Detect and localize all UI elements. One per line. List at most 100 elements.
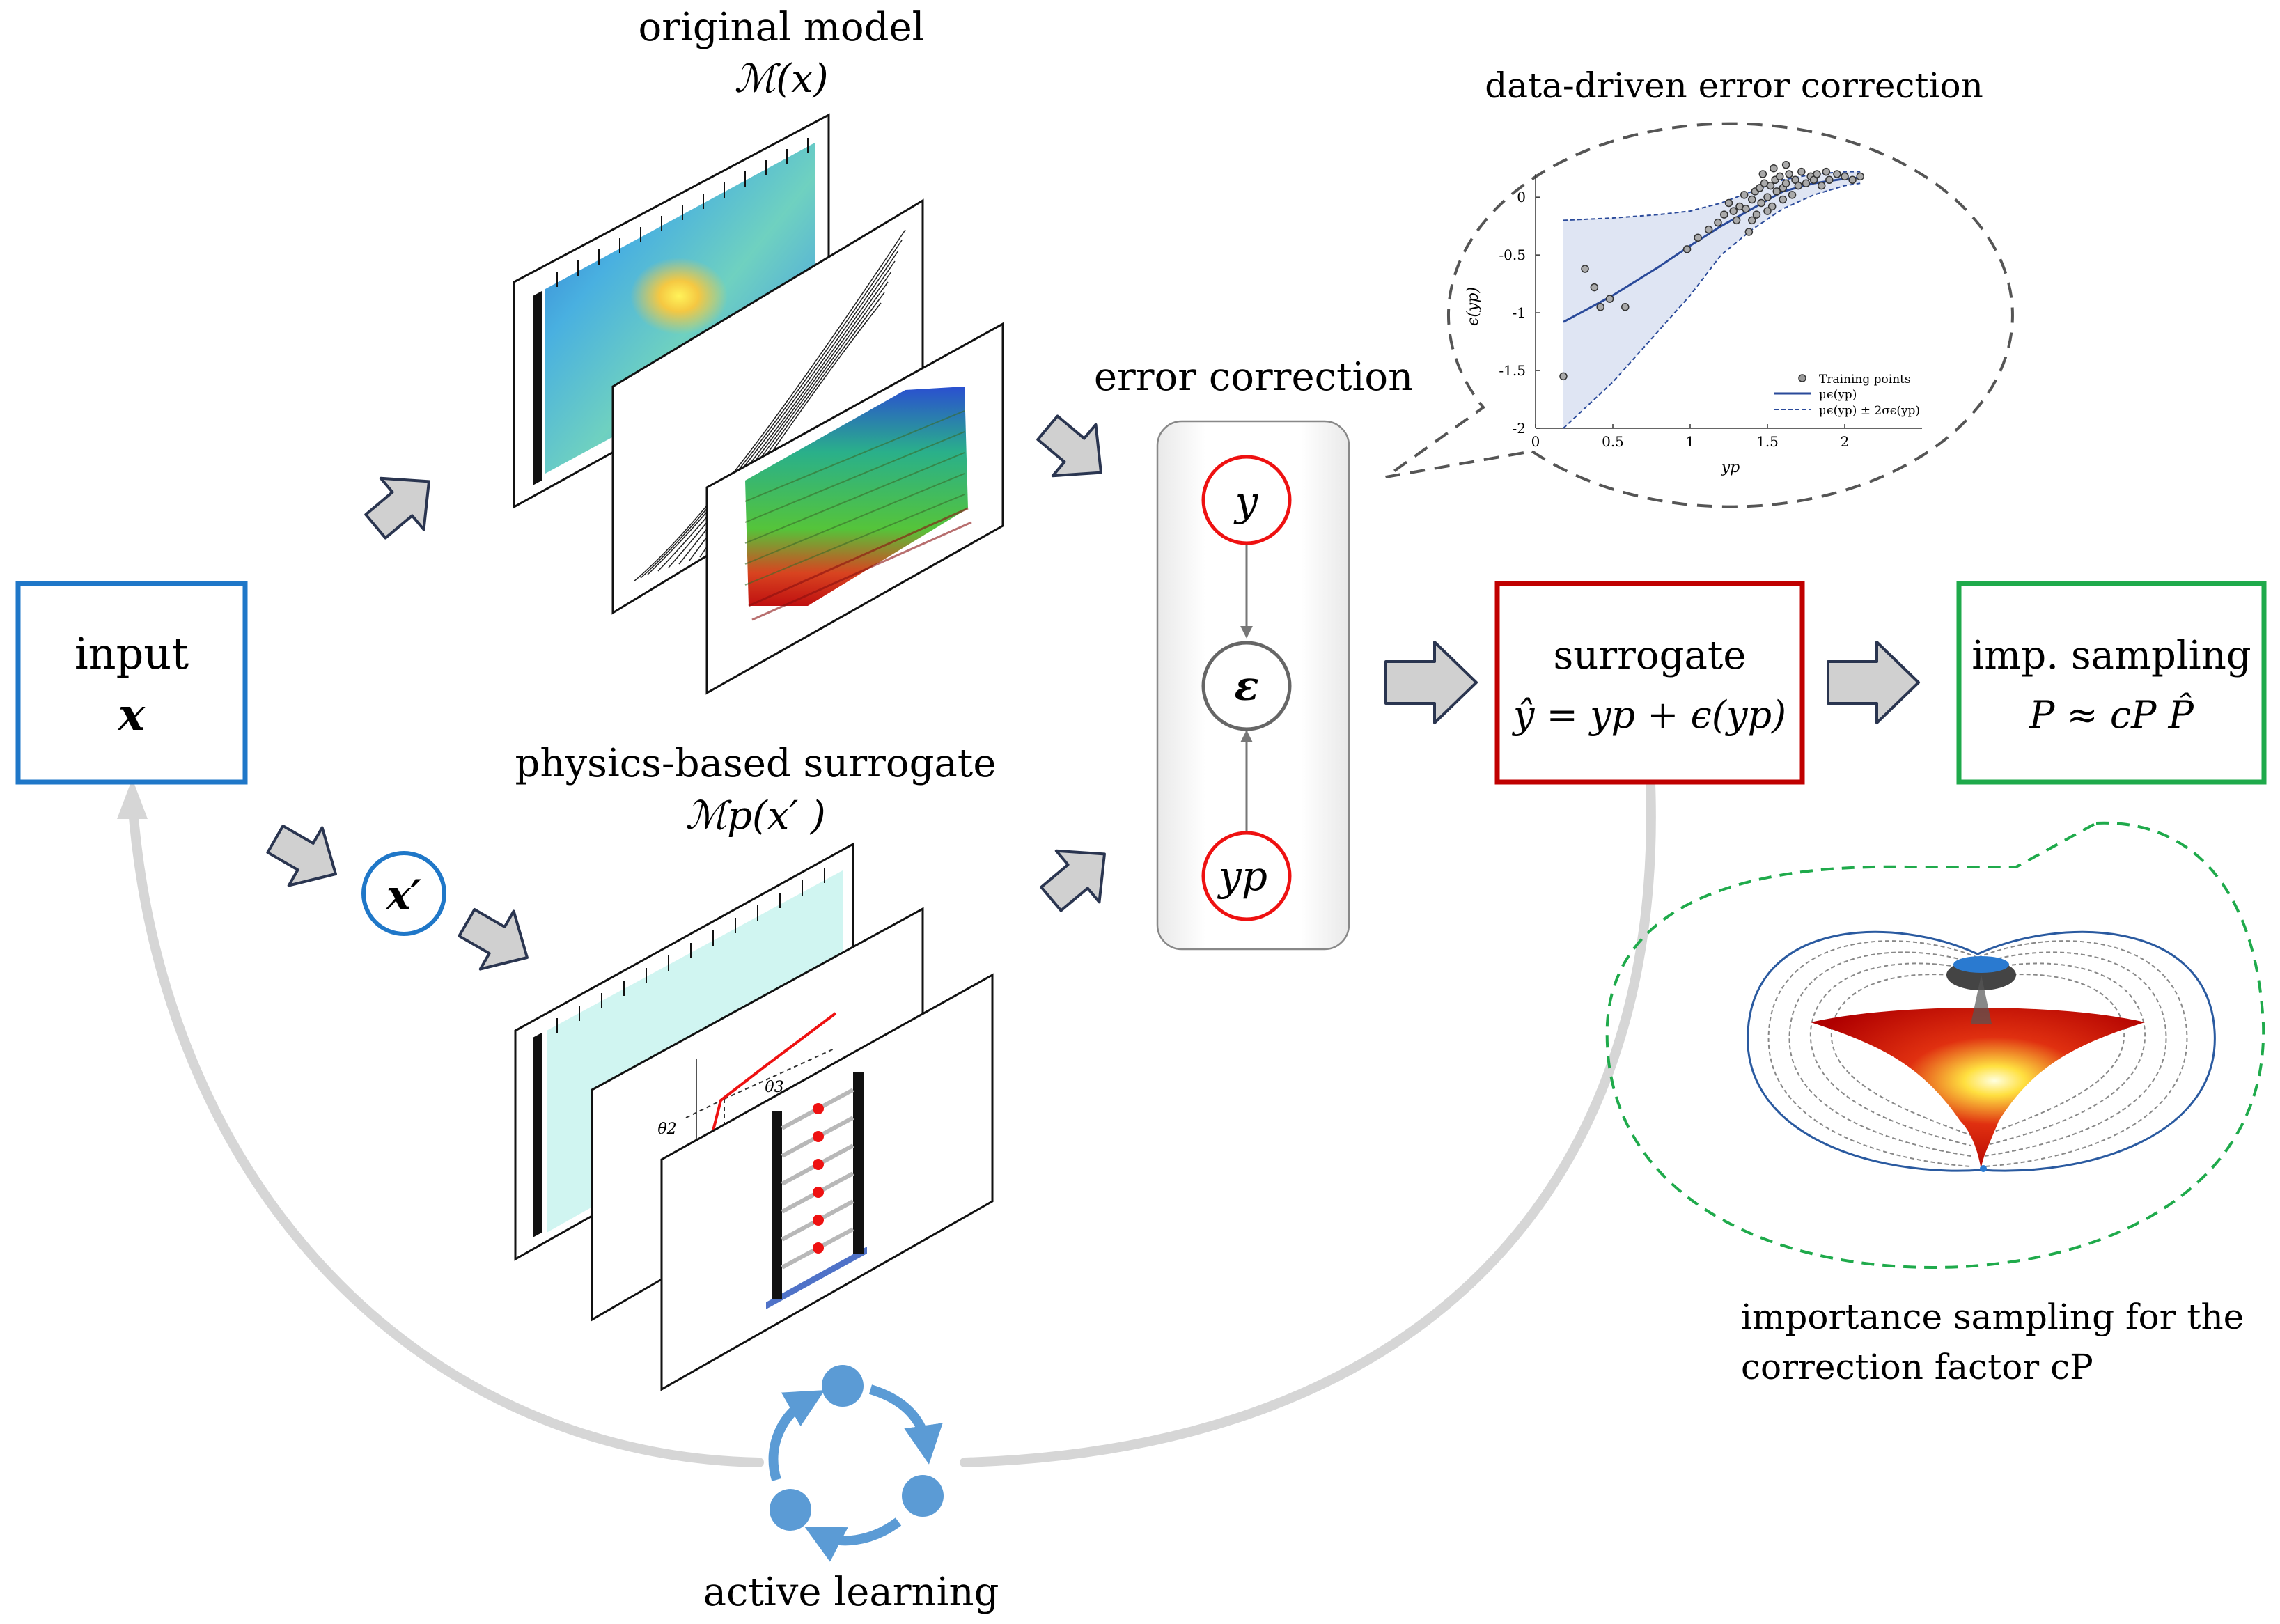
- chart-training-point: [1825, 175, 1834, 185]
- chart-training-point: [1763, 207, 1772, 215]
- node-y-label: y: [1233, 478, 1259, 525]
- chart-training-point: [1742, 205, 1750, 213]
- importance-bubble: [1605, 821, 2265, 1270]
- active-learning-label: active learning: [703, 1570, 999, 1615]
- chart-training-point: [1788, 191, 1797, 199]
- original-model-title: original model: [638, 5, 924, 50]
- chart-y-tick-label: -0.5: [1499, 247, 1526, 263]
- chart-training-point: [1785, 170, 1793, 178]
- arrow-physics-to-error: [1040, 849, 1106, 912]
- chart-y-tick-label: -2: [1513, 420, 1526, 437]
- chart-training-point: [1732, 216, 1741, 225]
- chart-training-point: [1740, 191, 1749, 199]
- surrogate-formula: ŷ = yp + ϵ(yp): [1512, 693, 1786, 737]
- chart-training-point: [1714, 218, 1722, 227]
- chart-training-point: [1781, 160, 1790, 169]
- physics-surrogate-formula: ℳp(x′ ): [685, 793, 826, 838]
- chart-training-point: [1748, 216, 1756, 225]
- chart-training-point: [1756, 184, 1764, 192]
- imp-sampling-box: imp. sampling P ≈ cP P̂: [1956, 581, 2267, 785]
- physics-surrogate-title: physics-based surrogate: [515, 741, 997, 786]
- importance-caption-line1: importance sampling for the: [1741, 1297, 2244, 1337]
- node-epsilon-label: ε: [1234, 662, 1258, 710]
- chart-x-tick-label: 2: [1841, 433, 1850, 450]
- chart-training-point: [1682, 245, 1692, 253]
- legend-training-points: Training points: [1819, 373, 1911, 387]
- input-variable: x: [117, 689, 146, 741]
- chart-training-point: [1802, 179, 1811, 188]
- error-correction-title: error correction: [1094, 354, 1413, 400]
- surrogate-box: surrogate ŷ = yp + ϵ(yp): [1494, 581, 1805, 785]
- chart-training-point: [1744, 228, 1754, 236]
- arrow-surrogate-to-sampling: [1827, 641, 1920, 724]
- arrow-xprime-to-physics: [458, 907, 529, 971]
- chart-training-point: [1694, 233, 1702, 242]
- imp-sampling-title: imp. sampling: [1971, 633, 2251, 678]
- chart-lower-bound: [1563, 182, 1861, 429]
- chart-training-point: [1720, 210, 1728, 219]
- chart-training-point: [1605, 295, 1614, 303]
- chart-x-tick-label: 1: [1686, 433, 1695, 450]
- block-arrows: [266, 414, 1920, 971]
- chart-x-tick-label: 0.5: [1602, 433, 1624, 450]
- chart-training-point: [1704, 225, 1713, 234]
- importance-caption-line2: correction factor cP: [1741, 1347, 2093, 1387]
- datadriven-title: data-driven error correction: [1485, 65, 1983, 106]
- physics-model-panels: θ1 θ2 θ3: [514, 842, 994, 1391]
- chart-training-point: [1772, 187, 1781, 196]
- chart-training-point: [1748, 195, 1756, 204]
- imp-sampling-formula: P ≈ cP P̂: [2029, 692, 2195, 737]
- node-yp: [1201, 831, 1292, 921]
- arrow-error-to-surrogate: [1384, 641, 1478, 724]
- legend-band: μϵ(yp) ± 2σϵ(yp): [1819, 404, 1920, 418]
- chart-training-point: [1813, 170, 1821, 178]
- input-box: input x: [15, 581, 248, 785]
- chart-xlabel: yp: [1721, 459, 1740, 476]
- chart-y-tick-label: -1.5: [1499, 362, 1526, 379]
- active-learning-loop-left: [127, 796, 764, 1467]
- chart-training-point: [1797, 167, 1806, 176]
- chart-training-point: [1817, 181, 1826, 190]
- chart-training-point: [1729, 207, 1738, 215]
- chart-y-tick-label: -1: [1513, 304, 1526, 321]
- chart-training-point: [1781, 179, 1790, 188]
- node-yp-label: yp: [1217, 852, 1267, 900]
- chart-training-point: [1757, 198, 1765, 208]
- chart-training-point: [1590, 283, 1599, 292]
- theta2-label: θ2: [657, 1121, 676, 1138]
- chart-training-point: [1767, 202, 1777, 211]
- chart-training-point: [1794, 181, 1803, 190]
- x-prime-node: x′: [361, 851, 446, 936]
- input-label: input: [75, 628, 189, 679]
- chart-training-point: [1856, 172, 1864, 181]
- chart-training-point: [1841, 172, 1849, 181]
- node-epsilon: [1201, 641, 1292, 731]
- chart-legend: Training points μϵ(yp) μϵ(yp) ± 2σϵ(yp): [1774, 373, 1920, 418]
- chart-training-point: [1758, 170, 1767, 178]
- legend-mean: μϵ(yp): [1819, 388, 1857, 402]
- chart-training-point: [1621, 303, 1630, 311]
- chart-uncertainty-band: [1563, 171, 1861, 428]
- chart-training-point: [1581, 265, 1589, 273]
- active-learning-loop-right: [960, 779, 1656, 1467]
- arrow-original-to-error: [1036, 414, 1102, 478]
- importance-sampling-plot: [1747, 930, 2216, 1172]
- chart-training-point: [1559, 372, 1568, 381]
- chart-x-tick-label: 1.5: [1756, 433, 1779, 450]
- x-prime-label: x′: [385, 871, 421, 919]
- arrow-input-to-xprime: [266, 824, 337, 887]
- chart-training-point: [1752, 210, 1761, 219]
- chart-training-point: [1833, 170, 1841, 178]
- error-correction-panel: y ε yp: [1156, 420, 1350, 951]
- loop-arrowhead: [117, 779, 148, 819]
- chart-ylabel: ϵ(yp): [1465, 287, 1482, 326]
- node-y: [1201, 455, 1292, 545]
- chart-training-point: [1776, 172, 1784, 181]
- chart-training-point: [1724, 198, 1733, 208]
- datadriven-bubble: [1384, 122, 2014, 508]
- arrow-input-to-original: [364, 476, 430, 540]
- active-learning-icon: [768, 1365, 944, 1562]
- chart-training-point: [1763, 193, 1772, 201]
